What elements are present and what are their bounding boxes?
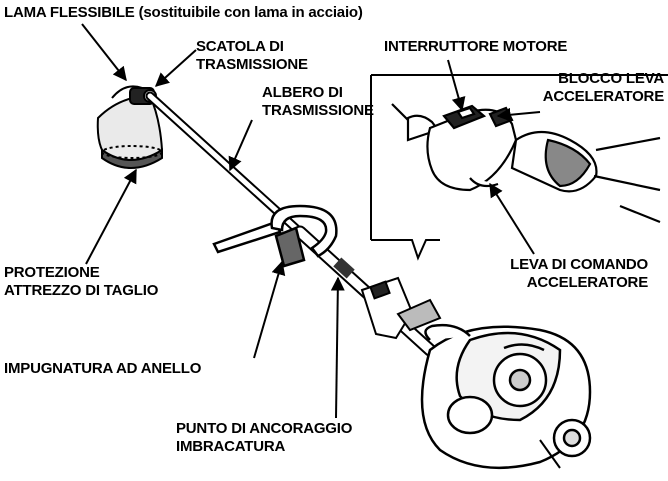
- leader-punto: [330, 276, 345, 419]
- label-blocco-line2: ACCELERATORE: [542, 88, 664, 105]
- label-punto-ancoraggio: PUNTO DI ANCORAGGIO IMBRACATURA: [176, 420, 352, 456]
- label-impugnatura-anello: IMPUGNATURA AD ANELLO: [4, 360, 201, 378]
- engine: [420, 323, 592, 470]
- label-albero-line1: ALBERO DI: [262, 84, 343, 101]
- label-protezione-line2: ATTREZZO DI TAGLIO: [4, 282, 159, 299]
- label-interruttore-motore: INTERRUTTORE MOTORE: [384, 38, 567, 56]
- leader-leva: [489, 182, 535, 255]
- leader-scatola: [154, 49, 197, 87]
- throttle-housing: [360, 276, 442, 340]
- label-impugnatura-line1: IMPUGNATURA AD ANELLO: [4, 360, 202, 377]
- label-leva-comando: LEVA DI COMANDO ACCELERATORE: [510, 256, 648, 292]
- label-scatola-trasmissione: SCATOLA DI TRASMISSIONE: [196, 38, 308, 74]
- leader-impugnatura: [253, 260, 286, 359]
- cutting-guard: [96, 94, 164, 169]
- leader-lines: [81, 23, 541, 419]
- inset-box: [370, 74, 668, 261]
- label-blocco-leva: BLOCCO LEVA ACCELERATORE: [543, 70, 664, 106]
- label-punto-line1: PUNTO DI ANCORAGGIO: [176, 420, 353, 437]
- leader-interruttore: [447, 59, 466, 112]
- label-lama-flessibile-main: LAMA FLESSIBILE: [4, 4, 135, 21]
- loop-handle: [212, 204, 338, 268]
- label-scatola-line2: TRASMISSIONE: [196, 56, 308, 73]
- label-protezione-line1: PROTEZIONE: [4, 264, 100, 281]
- label-lama-flessibile-note: (sostituibile con lama in acciaio): [138, 4, 363, 21]
- label-leva-line1: LEVA DI COMANDO: [510, 256, 648, 273]
- label-albero-line2: TRASMISSIONE: [262, 102, 374, 119]
- leader-protezione: [85, 168, 137, 265]
- label-interruttore-line1: INTERRUTTORE MOTORE: [384, 38, 568, 55]
- inset-throttle-handle: [391, 103, 661, 224]
- leader-blocco: [496, 107, 541, 122]
- label-lama-flessibile: LAMA FLESSIBILE (sostituibile con lama i…: [4, 4, 363, 22]
- label-leva-line2: ACCELERATORE: [526, 274, 648, 291]
- label-blocco-line1: BLOCCO LEVA: [558, 70, 664, 87]
- label-scatola-line1: SCATOLA DI: [196, 38, 284, 55]
- label-albero-trasmissione: ALBERO DI TRASMISSIONE: [262, 84, 374, 120]
- label-protezione-attrezzo: PROTEZIONE ATTREZZO DI TAGLIO: [4, 264, 158, 300]
- leader-albero: [228, 119, 253, 172]
- leader-lama: [81, 23, 127, 82]
- label-punto-line2: IMBRACATURA: [176, 438, 286, 455]
